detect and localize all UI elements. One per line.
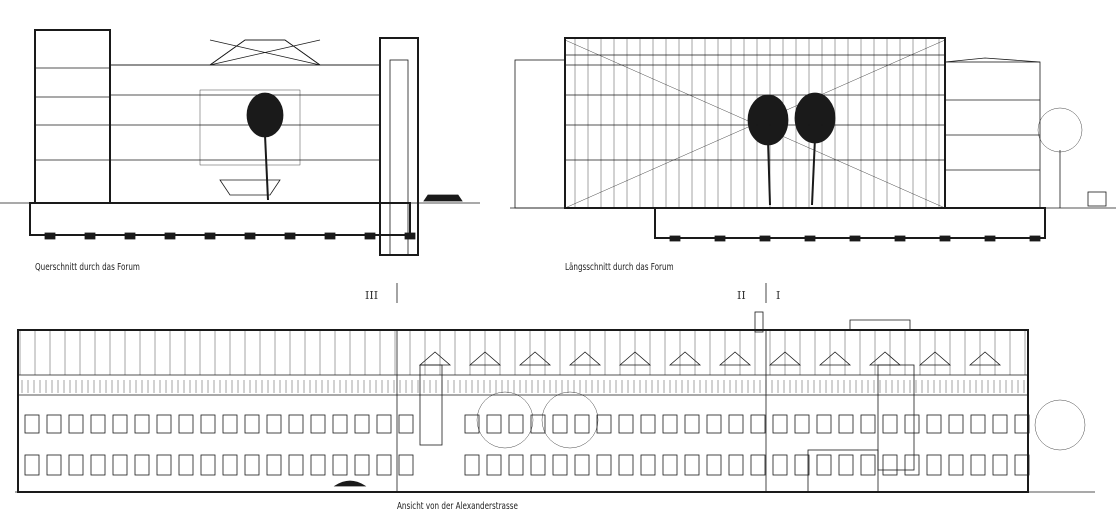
cross-section-caption: Querschnitt durch das Forum	[35, 262, 140, 273]
section-mark-ii: II	[737, 289, 746, 302]
section-mark-i: I	[776, 289, 781, 302]
elevation-caption: Ansicht von der Alexanderstrasse	[397, 501, 518, 512]
section-mark-iii: III	[365, 289, 379, 302]
long-section-drawing	[510, 37, 1116, 242]
long-section-caption: Längsschnitt durch das Forum	[565, 262, 674, 273]
cross-section-drawing	[0, 29, 480, 256]
street-elevation-drawing	[15, 311, 1095, 493]
